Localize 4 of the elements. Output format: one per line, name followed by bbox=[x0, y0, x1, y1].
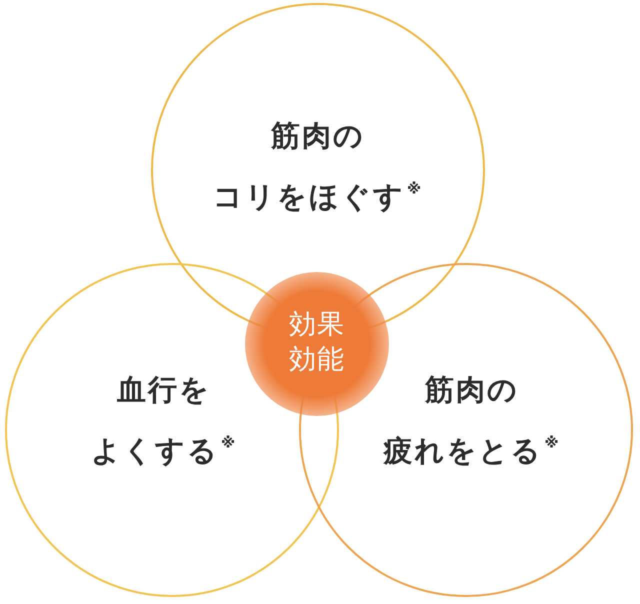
node-label: 筋肉のコリをほぐす$^{※}$ bbox=[212, 117, 424, 216]
node-label: 血行をよくする$^{※}$ bbox=[90, 371, 238, 470]
center-label: 効果効能 bbox=[289, 308, 345, 377]
node-label: 筋肉の疲れをとる$^{※}$ bbox=[383, 371, 561, 470]
